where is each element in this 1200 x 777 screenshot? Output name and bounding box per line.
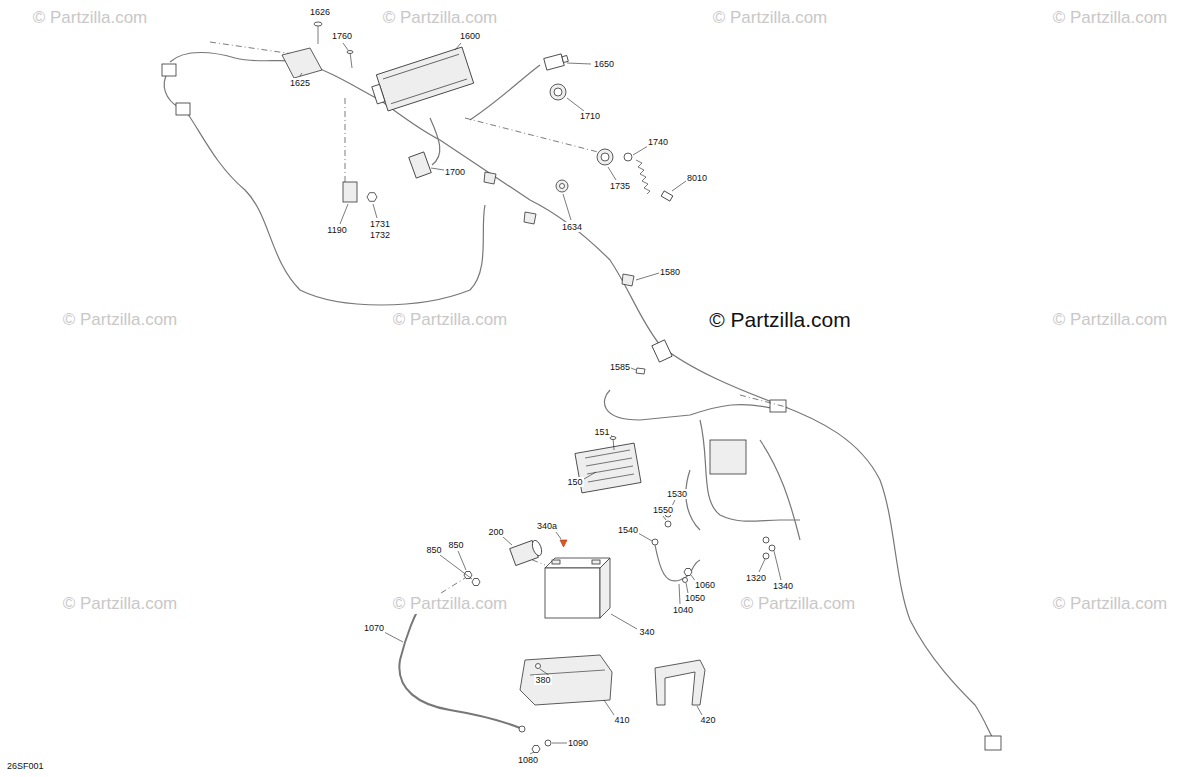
watermark: © Partzilla.com [382,8,499,28]
washer-1550 [665,521,671,527]
lanyard-8010 [636,160,673,201]
watermark: © Partzilla.com [32,8,149,28]
ring-1740 [624,153,632,161]
callout-number: 1732 [369,230,391,240]
watermark: © Partzilla.com [1052,594,1169,614]
clip [484,172,496,184]
nut-1340 [769,545,775,551]
callout-number: 1540 [617,525,639,535]
callout-number: 1626 [309,7,331,17]
callout-number: 1600 [459,31,481,41]
callout-number: 1625 [289,78,311,88]
callout-number: 1550 [652,505,674,515]
callout-number: 1190 [326,225,347,235]
callout-number: 1320 [745,573,767,583]
leader-lines [300,43,781,754]
callout-number: 1740 [647,137,669,147]
callout-number: 1735 [609,181,631,191]
watermark: © Partzilla.com [62,310,179,330]
tray-410 [520,655,612,705]
callout-number: 1585 [609,362,631,372]
washer-1090 [545,740,551,746]
screw-1760 [347,51,353,69]
wiring-harness [162,53,1001,751]
callout-number: 1040 [672,605,694,615]
clip [524,212,536,224]
callout-number: 1700 [444,167,466,177]
screw-1626 [314,22,322,44]
callout-number: 151 [593,427,610,437]
callout-number: 1340 [772,581,794,591]
nut-1320 [763,537,769,543]
bolt-151 [610,437,616,451]
callout-number: 1710 [579,111,601,121]
cable-1040 [652,539,700,581]
callout-number: 1634 [561,222,583,232]
callout-number: 420 [699,715,716,725]
callout-number: 150 [566,477,583,487]
battery-340 [545,558,610,618]
watermark: © Partzilla.com [392,310,509,330]
nut-380 [536,664,541,669]
callout-number: 1650 [593,59,615,69]
regulator-150 [575,443,641,493]
callout-number: 1090 [567,738,589,748]
callout-number: 1050 [684,593,706,603]
watermark: © Partzilla.com [740,594,857,614]
nut-850 [464,572,472,579]
washer-1050 [683,578,688,583]
callout-number: 1731 [369,219,391,229]
nut-1731 [367,193,377,202]
watermark: © Partzilla.com [62,594,179,614]
tie-1585 [636,368,645,374]
callout-number: 1070 [363,623,385,633]
watermark: © Partzilla.com [392,594,509,614]
connector-1650 [544,53,569,71]
nut-1060 [684,569,692,576]
cable-1070 [399,597,525,732]
callout-number: 1580 [659,267,681,277]
nut-1080 [532,746,540,753]
callout-number: 410 [613,715,630,725]
callout-number: 1760 [331,31,353,41]
callout-number: 8010 [686,173,708,183]
callout-number: 1530 [666,489,688,499]
callout-number: 340a [536,521,558,531]
strap-420 [655,660,705,705]
switch-1735 [597,149,613,165]
callout-number: 850 [425,545,442,555]
solenoid-200 [510,539,544,565]
connector-1190 [343,182,357,202]
ecu-1600 [369,47,474,113]
nut-1320 [763,553,769,559]
watermark: © Partzilla.com [1052,8,1169,28]
module-1625 [282,48,322,78]
nut-850 [472,579,480,586]
grommet-1634 [556,180,568,192]
watermark: © Partzilla.com [712,8,829,28]
callout-number: 380 [534,675,551,685]
callout-number: 1080 [517,755,539,765]
callout-number: 340 [638,627,655,637]
connector-1700 [409,152,432,178]
drawing-code: 26SF001 [6,761,45,771]
terminal-340a [560,540,567,547]
callout-number: 1060 [694,580,716,590]
callout-number: 200 [487,527,504,537]
watermark: © Partzilla.com [1052,310,1169,330]
clip-1580 [622,274,634,286]
copyright-notice: © Partzilla.com [708,308,852,332]
callout-number: 850 [447,540,464,550]
socket-1710 [550,84,566,100]
